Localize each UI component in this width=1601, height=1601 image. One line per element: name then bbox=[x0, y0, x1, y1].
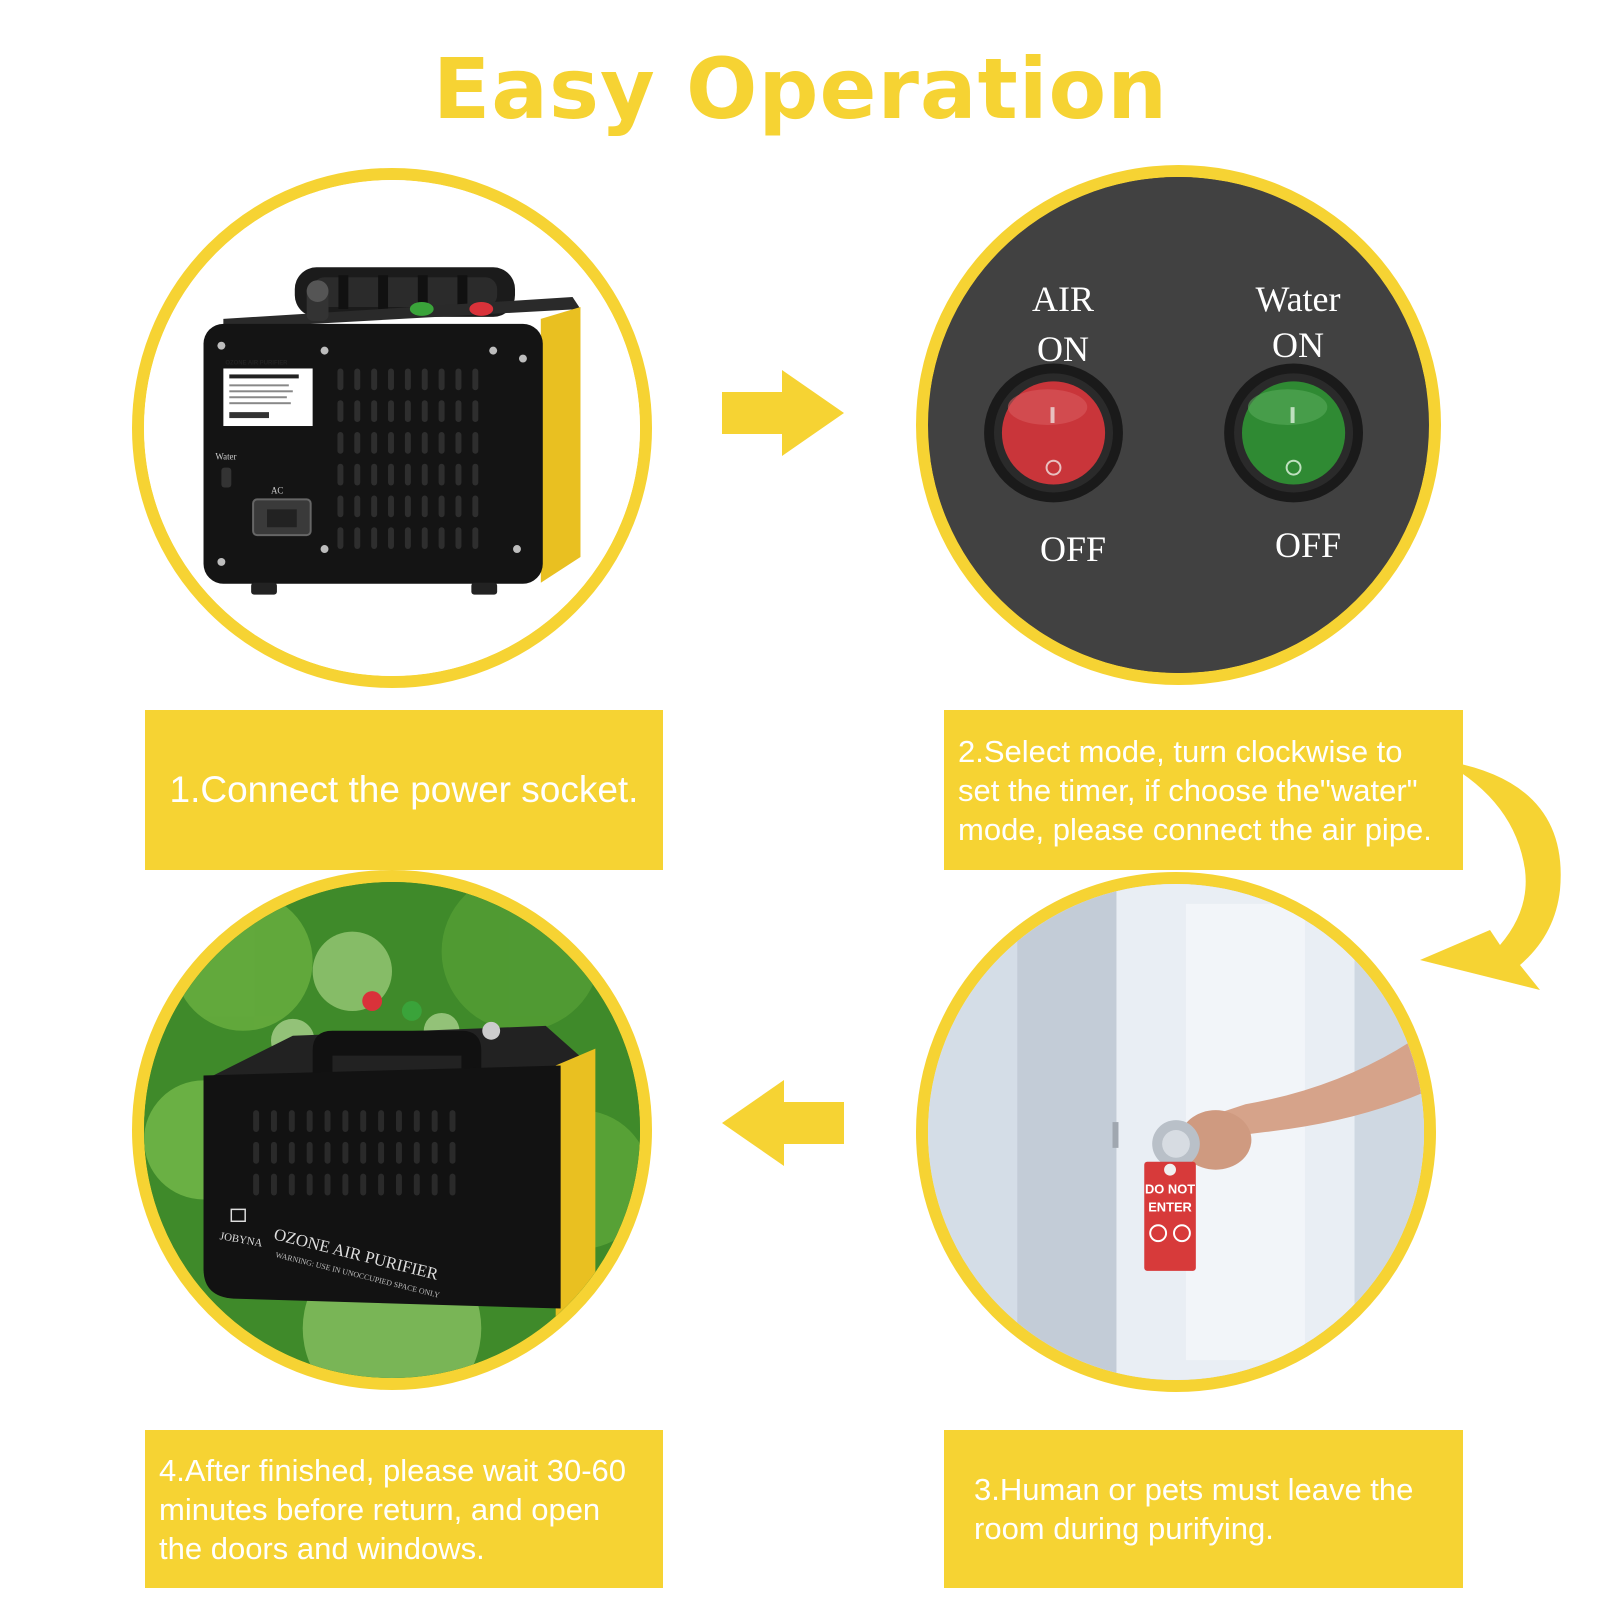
step-2-box: 2.Select mode, turn clockwise to set the… bbox=[944, 710, 1463, 870]
step-2-text: 2.Select mode, turn clockwise to set the… bbox=[958, 733, 1432, 847]
water-switch-off-label: OFF bbox=[1274, 525, 1342, 565]
switch-panel-photo: AIR ON OFF Water ON OFF bbox=[916, 165, 1441, 685]
arrow-left-icon bbox=[722, 1080, 844, 1166]
device-front-photo: JOBYNA OZONE AIR PURIFIER WARNING: USE I… bbox=[132, 870, 652, 1390]
door-illustration: DO NOT ENTER bbox=[928, 884, 1424, 1380]
air-switch-name: AIR bbox=[1032, 279, 1094, 319]
curved-arrow-down-icon bbox=[1420, 760, 1561, 990]
door-photo: DO NOT ENTER bbox=[916, 872, 1436, 1392]
step-3-box: 3.Human or pets must leave the room duri… bbox=[944, 1430, 1463, 1588]
tag-line-2: ENTER bbox=[1148, 1199, 1192, 1214]
arrow-right-icon bbox=[722, 370, 844, 456]
water-switch-on-label: ON bbox=[1272, 325, 1324, 365]
step-4-box: 4.After finished, please wait 30-60 minu… bbox=[145, 1430, 663, 1588]
step-4-text: 4.After finished, please wait 30-60 minu… bbox=[159, 1452, 626, 1566]
air-switch-on-label: ON bbox=[1037, 329, 1089, 369]
switch-panel-illustration bbox=[930, 177, 1427, 673]
device-front-illustration: JOBYNA OZONE AIR PURIFIER WARNING: USE I… bbox=[144, 882, 640, 1378]
device-back-photo: OZONE AIR PURIFIER Water AC bbox=[132, 168, 652, 688]
air-switch-off-label: OFF bbox=[1039, 529, 1107, 569]
tag-line-1: DO NOT bbox=[1145, 1182, 1195, 1197]
device-back-illustration: OZONE AIR PURIFIER Water AC bbox=[144, 180, 640, 676]
water-port-label: Water bbox=[215, 452, 236, 462]
page-title: Easy Operation bbox=[432, 40, 1169, 138]
device-label-title: OZONE AIR PURIFIER bbox=[225, 361, 288, 367]
water-switch-name: Water bbox=[1255, 279, 1341, 319]
step-1-box: 1.Connect the power socket. bbox=[145, 710, 663, 870]
ac-port-label: AC bbox=[271, 485, 283, 495]
step-3-text: 3.Human or pets must leave the room duri… bbox=[974, 1472, 1414, 1546]
step-1-text: 1.Connect the power socket. bbox=[169, 769, 639, 810]
